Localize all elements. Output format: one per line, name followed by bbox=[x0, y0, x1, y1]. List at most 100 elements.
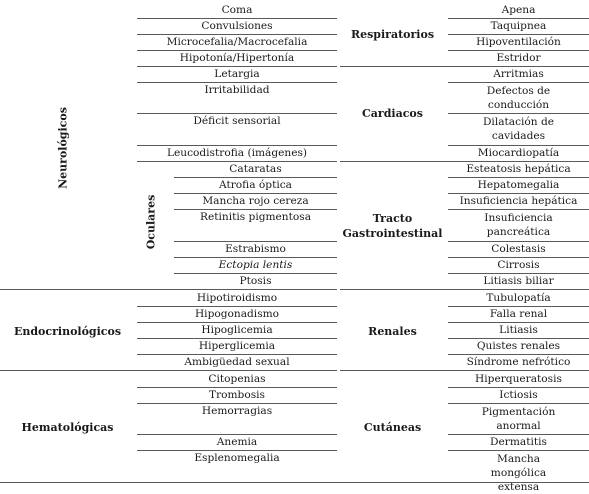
ocular-item-retinitis: Retinitis pigmentosa bbox=[199, 211, 312, 223]
divider bbox=[137, 354, 337, 355]
divider bbox=[448, 193, 589, 194]
divider bbox=[448, 434, 589, 435]
divider bbox=[448, 403, 589, 404]
divider bbox=[448, 306, 589, 307]
group-divider bbox=[340, 66, 589, 67]
group-divider bbox=[340, 370, 589, 371]
hema-item-hemorragias: Hemorragias bbox=[201, 405, 273, 417]
group-label-oculares: Oculares bbox=[144, 194, 158, 250]
ren-item-falla-renal: Falla renal bbox=[489, 308, 548, 320]
gi-item-litiasis-biliar: Litiasis biliar bbox=[483, 275, 554, 287]
divider bbox=[448, 241, 589, 242]
hema-item-trombosis: Trombosis bbox=[209, 389, 265, 401]
divider bbox=[448, 273, 589, 274]
divider bbox=[448, 18, 589, 19]
group-label-hematologicas: Hematológicas bbox=[21, 421, 114, 434]
divider bbox=[174, 193, 337, 194]
group-label-respiratorios: Respiratorios bbox=[350, 28, 435, 41]
card-item-miocardiopatia: Miocardiopatía bbox=[477, 147, 560, 159]
divider bbox=[448, 450, 589, 451]
divider bbox=[137, 161, 337, 162]
ocular-item-ectopia-lentis: Ectopia lentis bbox=[218, 259, 293, 271]
divider bbox=[174, 241, 337, 242]
manifestations-table: Neurológicos Oculares Endocrinológicos H… bbox=[0, 4, 589, 493]
divider bbox=[448, 50, 589, 51]
divider bbox=[174, 177, 337, 178]
divider bbox=[448, 322, 589, 323]
divider bbox=[448, 257, 589, 258]
divider bbox=[137, 113, 337, 114]
group-divider bbox=[0, 370, 337, 371]
divider bbox=[174, 273, 337, 274]
divider bbox=[137, 434, 337, 435]
endo-item-hipoglicemia: Hipoglicemia bbox=[201, 324, 273, 336]
divider bbox=[174, 209, 337, 210]
divider bbox=[137, 403, 337, 404]
ren-item-quistes-renales: Quistes renales bbox=[476, 340, 561, 352]
divider bbox=[137, 338, 337, 339]
card-item-defectos-conduccion: Defectos de conducción bbox=[486, 85, 551, 111]
endo-item-ambiguedad-sexual: Ambigüedad sexual bbox=[184, 356, 290, 368]
group-label-tracto-gastrointestinal: Tracto Gastrointestinal bbox=[342, 212, 443, 240]
ocular-item-ptosis: Ptosis bbox=[239, 275, 272, 287]
neuro-item-microcefalia: Microcefalia/Macrocefalia bbox=[166, 36, 308, 48]
divider bbox=[137, 387, 337, 388]
resp-item-taquipnea: Taquipnea bbox=[490, 20, 547, 32]
neuro-item-coma: Coma bbox=[221, 4, 253, 16]
card-item-dilatacion-cavidades: Dilatación de cavidades bbox=[482, 116, 555, 142]
ren-item-tubulopatia: Tubulopatía bbox=[486, 292, 551, 304]
divider bbox=[174, 257, 337, 258]
resp-item-hipoventilacion: Hipoventilación bbox=[476, 36, 561, 48]
hema-item-anemia: Anemia bbox=[216, 436, 258, 448]
divider bbox=[137, 145, 337, 146]
gi-item-cirrosis: Cirrosis bbox=[497, 259, 540, 271]
hema-item-citopenias: Citopenias bbox=[208, 373, 266, 385]
gi-item-hepatomegalia: Hepatomegalia bbox=[477, 179, 560, 191]
divider bbox=[137, 18, 337, 19]
resp-item-estridor: Estridor bbox=[496, 52, 541, 64]
divider bbox=[137, 306, 337, 307]
neuro-item-deficit-sensorial: Déficit sensorial bbox=[193, 115, 281, 127]
divider bbox=[137, 66, 337, 67]
divider bbox=[448, 209, 589, 210]
neuro-item-hipotonia: Hipotonía/Hipertonía bbox=[179, 52, 295, 64]
neuro-item-leucodistrofia: Leucodistrofia (imágenes) bbox=[166, 147, 308, 159]
ocular-item-mancha-rojo-cereza: Mancha rojo cereza bbox=[202, 195, 309, 207]
divider bbox=[448, 387, 589, 388]
divider bbox=[137, 82, 337, 83]
group-label-renales: Renales bbox=[368, 325, 417, 338]
ocular-item-estrabismo: Estrabismo bbox=[225, 243, 286, 255]
divider bbox=[448, 354, 589, 355]
endo-item-hipogonadismo: Hipogonadismo bbox=[194, 308, 280, 320]
divider bbox=[137, 34, 337, 35]
cut-item-dermatitis: Dermatitis bbox=[490, 436, 547, 448]
group-label-neurologicos: Neurológicos bbox=[56, 107, 70, 189]
ocular-item-cataratas: Cataratas bbox=[229, 163, 282, 175]
group-divider bbox=[340, 161, 589, 162]
divider bbox=[137, 450, 337, 451]
divider bbox=[448, 145, 589, 146]
ren-item-sindrome-nefrotico: Síndrome nefrótico bbox=[466, 356, 571, 368]
group-divider bbox=[340, 289, 589, 290]
neuro-item-letargia: Letargia bbox=[214, 68, 260, 80]
bottom-rule bbox=[0, 482, 589, 483]
resp-item-apena: Apena bbox=[501, 4, 536, 16]
neuro-item-convulsiones: Convulsiones bbox=[201, 20, 273, 32]
divider bbox=[137, 322, 337, 323]
divider bbox=[448, 113, 589, 114]
divider bbox=[448, 338, 589, 339]
gi-item-insuficiencia-pancreatica: Insuficiencia pancreática bbox=[484, 212, 553, 238]
divider bbox=[448, 82, 589, 83]
neuro-item-irritabilidad: Irritabilidad bbox=[204, 84, 270, 96]
group-divider bbox=[0, 289, 337, 290]
hema-item-esplenomegalia: Esplenomegalia bbox=[194, 452, 280, 464]
cut-item-ictiosis: Ictiosis bbox=[499, 389, 538, 401]
endo-item-hiperglicemia: Hiperglicemia bbox=[198, 340, 276, 352]
gi-item-esteatosis: Esteatosis hepática bbox=[466, 163, 571, 175]
divider bbox=[448, 34, 589, 35]
card-item-arritmias: Arritmias bbox=[493, 68, 544, 80]
cut-item-mancha-mongolica: Mancha mongólica extensa bbox=[490, 453, 547, 493]
ren-item-litiasis: Litiasis bbox=[499, 324, 538, 336]
cut-item-hiperqueratosis: Hiperqueratosis bbox=[475, 373, 562, 385]
group-label-endocrinologicos: Endocrinológicos bbox=[13, 325, 122, 338]
